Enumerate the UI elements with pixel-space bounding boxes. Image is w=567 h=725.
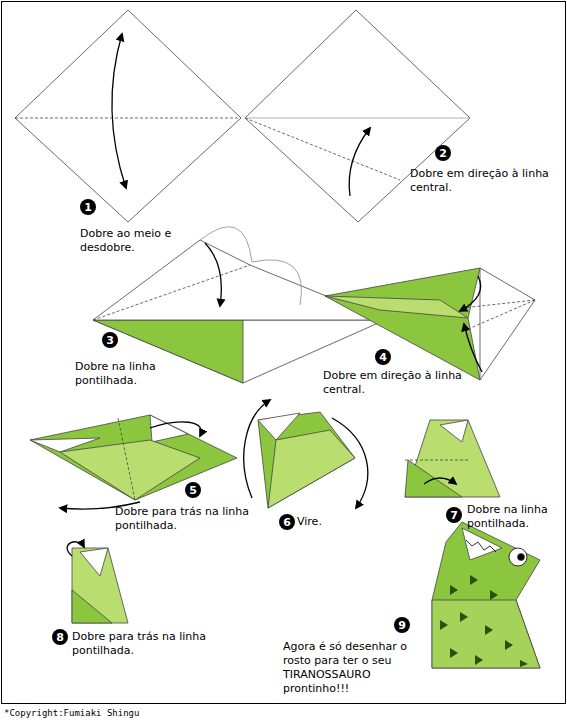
light-flap xyxy=(325,296,468,318)
tooth-line xyxy=(466,540,496,552)
dinosaur-teeth xyxy=(462,528,502,560)
paper-flap xyxy=(480,268,535,380)
callout-number: 4 xyxy=(379,352,387,363)
paper-flap xyxy=(440,420,468,442)
callout-number: 8 xyxy=(56,632,64,643)
step-number: 5 xyxy=(185,482,201,498)
step-number: 6 xyxy=(279,514,295,530)
fold-arrow xyxy=(67,542,84,556)
green-body xyxy=(258,412,355,508)
dinosaur-spots xyxy=(440,575,528,667)
green-body xyxy=(30,415,237,500)
instruction-text: Dobre ao meio e desdobre. xyxy=(80,227,190,255)
fold-arrow xyxy=(205,243,221,306)
fold-arrow xyxy=(464,324,482,372)
step-figures xyxy=(15,10,540,668)
fold-line xyxy=(466,300,535,330)
dinosaur-belly xyxy=(432,600,540,668)
fold-line xyxy=(118,418,135,500)
fold-arc xyxy=(252,260,301,305)
paper-flap xyxy=(80,548,108,576)
fold-arc xyxy=(200,227,252,262)
step-number: 8 xyxy=(52,629,68,645)
green-flap xyxy=(72,590,112,623)
dinosaur-pupil xyxy=(518,554,525,561)
instruction-text: Agora é só desenhar o rosto para ter o s… xyxy=(283,640,433,696)
fold-arrow xyxy=(349,128,370,196)
callout-number: 3 xyxy=(106,335,114,346)
instruction-text: Vire. xyxy=(297,515,357,529)
callout-number: 7 xyxy=(450,510,458,521)
light-flap xyxy=(60,440,200,500)
fold-line xyxy=(15,118,241,119)
light-flap xyxy=(268,430,355,508)
green-body xyxy=(405,420,500,497)
turn-arrow xyxy=(244,400,270,498)
instruction-text: Dobre na linha pontilhada. xyxy=(75,360,195,388)
green-body xyxy=(72,548,128,623)
fold-arrow xyxy=(424,478,456,484)
green-flap xyxy=(93,320,243,383)
fold-line xyxy=(245,118,400,180)
callout-number: 2 xyxy=(439,148,447,159)
fold-arrow xyxy=(460,276,481,311)
paper-square xyxy=(15,10,241,222)
turn-arrow xyxy=(332,418,368,508)
green-flap xyxy=(405,460,462,497)
fold-line xyxy=(405,460,470,461)
paper-flap xyxy=(258,413,300,440)
dinosaur-eye xyxy=(509,548,527,566)
fold-line xyxy=(93,265,250,320)
instruction-text: Dobre na linha pontilhada. xyxy=(467,503,567,531)
page-frame xyxy=(2,2,566,704)
instruction-text: Dobre em direção à linha central. xyxy=(410,167,550,195)
step-number: 1 xyxy=(80,199,96,215)
paper-flap xyxy=(93,240,385,320)
callout-number: 6 xyxy=(283,517,291,528)
instruction-text: Dobre para trás na linha pontilhada. xyxy=(115,505,290,533)
callout-number: 9 xyxy=(398,620,406,631)
fold-arrow xyxy=(112,34,126,188)
step-number: 4 xyxy=(375,349,391,365)
callout-number: 1 xyxy=(84,202,92,213)
instruction-text: Dobre em direção à linha central. xyxy=(323,369,463,397)
step-number: 3 xyxy=(102,332,118,348)
copyright-note: *Copyright:Fumiaki Shingu xyxy=(4,706,254,720)
step-number: 7 xyxy=(446,507,462,523)
paper-flap xyxy=(150,415,188,442)
fold-arrow xyxy=(150,422,201,436)
center-crease xyxy=(245,118,470,119)
step-number: 9 xyxy=(394,617,410,633)
green-body xyxy=(325,268,480,380)
instruction-text: Dobre para trás na linha pontilhada. xyxy=(72,630,252,658)
dinosaur-body xyxy=(432,522,540,668)
step-number: 2 xyxy=(435,145,451,161)
callout-number: 5 xyxy=(189,485,197,496)
